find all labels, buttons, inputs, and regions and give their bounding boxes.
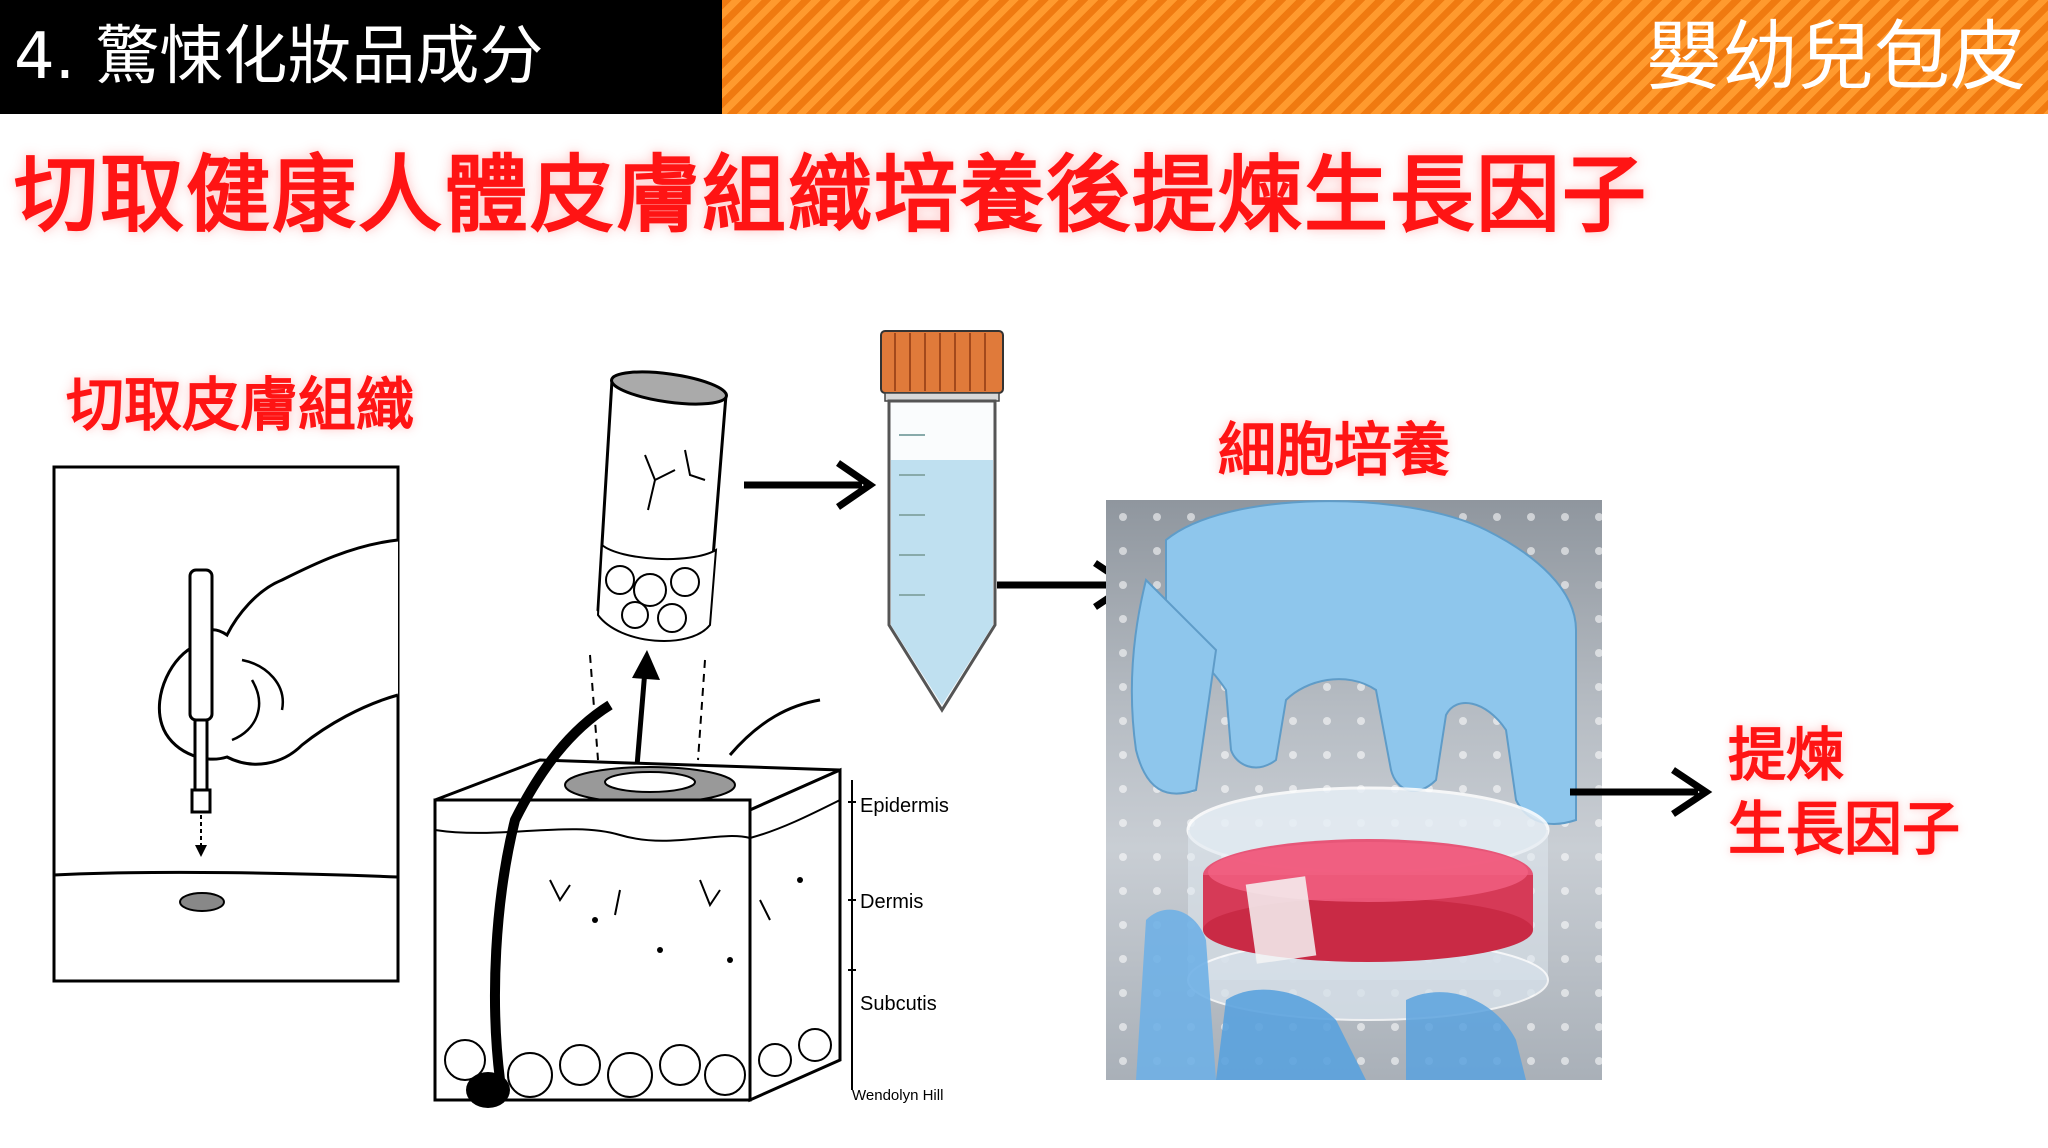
label-refine: 提煉 生長因子 <box>1728 718 1960 866</box>
top-bar: 4. 驚悚化妝品成分 嬰幼兒包皮 <box>0 0 2048 114</box>
label-cell-culture: 細胞培養 <box>1218 416 1451 484</box>
layer-label-subcutis: Subcutis <box>860 993 937 1015</box>
arrow-right-icon <box>1570 767 1713 817</box>
skin-layers-diagram: Epidermis Dermis Subcutis Wendolyn Hill <box>433 370 949 1108</box>
series-banner: 嬰幼兒包皮 <box>722 0 2048 114</box>
label-refine-line1: 提煉 <box>1728 721 1845 789</box>
layer-label-epidermis: Epidermis <box>860 795 949 817</box>
layer-label-dermis: Dermis <box>860 891 923 913</box>
tissue-core <box>596 370 728 642</box>
biopsy-hand-illustration <box>52 465 400 983</box>
cell-culture-photo <box>1106 500 1602 1080</box>
centrifuge-tube <box>880 330 1004 713</box>
headline: 切取健康人體皮膚組織培養後提煉生長因子 <box>14 146 1649 244</box>
illustration-credit: Wendolyn Hill <box>852 1087 943 1104</box>
culture-photo-art <box>1106 500 1602 1080</box>
label-cut-tissue: 切取皮膚組織 <box>66 371 415 439</box>
label-refine-line2: 生長因子 <box>1728 795 1961 863</box>
series-title: 嬰幼兒包皮 <box>1646 12 2026 101</box>
arrow-right-icon <box>744 460 877 510</box>
section-title: 4. 驚悚化妝品成分 <box>0 0 722 114</box>
